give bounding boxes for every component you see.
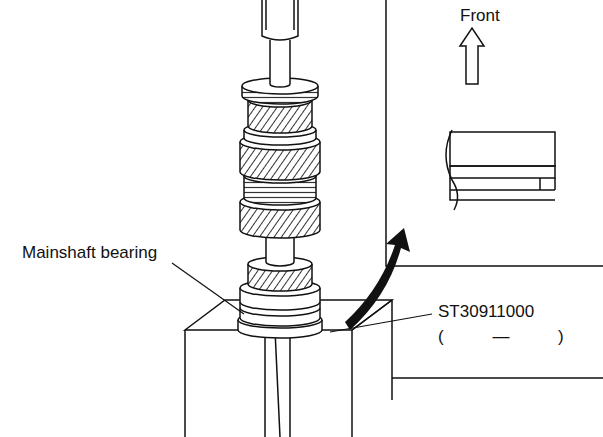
tool-number: ST30911000: [436, 302, 536, 322]
leader-lines: [172, 263, 432, 332]
direction-label: Front: [458, 6, 502, 26]
mainshaft-stack: [238, 0, 322, 338]
tool-alt-number: ( — ): [436, 327, 566, 347]
detail-inset: [386, 0, 603, 266]
view-arrow: [345, 228, 410, 330]
part-name: Mainshaft bearing: [20, 243, 159, 263]
